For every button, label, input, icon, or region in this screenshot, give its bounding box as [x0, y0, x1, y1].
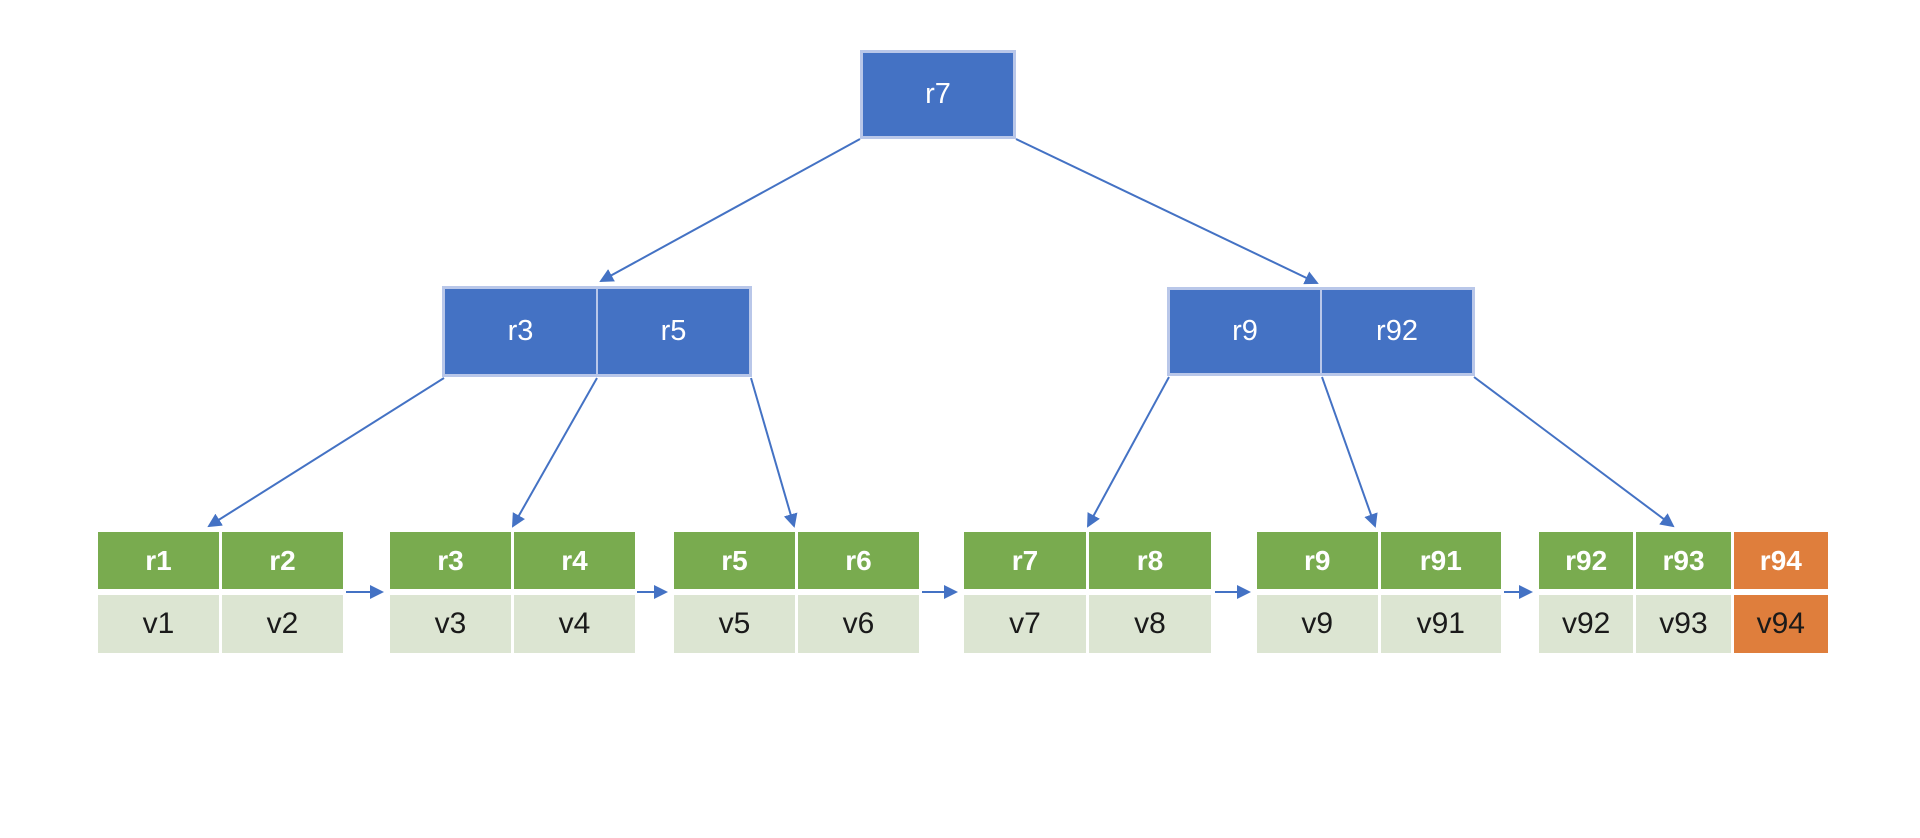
leaf-value-row: v3 v4 — [390, 595, 635, 653]
value-cell: v1 — [98, 595, 219, 653]
edge-internal-right-to-leaf6 — [1473, 376, 1675, 528]
value-cell: v8 — [1089, 595, 1211, 653]
key-cell-highlighted: r94 — [1733, 532, 1828, 589]
leaf-node-2: r3 r4 v3 v4 — [390, 532, 635, 653]
leaf-value-row: v92 v93 v94 — [1539, 595, 1828, 653]
leaf-value-row: v1 v2 — [98, 595, 343, 653]
leaf-key-row: r7 r8 — [964, 532, 1211, 589]
leaf-node-4: r7 r8 v7 v8 — [964, 532, 1211, 653]
value-cell-highlighted: v94 — [1733, 595, 1828, 653]
key-cell: r4 — [514, 532, 635, 589]
value-cell: v9 — [1257, 595, 1378, 653]
key-cell: r1 — [98, 532, 219, 589]
value-cell: v4 — [514, 595, 635, 653]
edge-internal-left-to-leaf3 — [750, 377, 798, 528]
leaf-value-row: v7 v8 — [964, 595, 1211, 653]
leaf-key-row: r5 r6 — [674, 532, 919, 589]
value-cell: v3 — [390, 595, 511, 653]
internal-key-cell: r9 — [1170, 290, 1320, 373]
leaf-value-row: v5 v6 — [674, 595, 919, 653]
internal-node-right: r9 r92 — [1167, 287, 1475, 376]
leaf-value-row: v9 v91 — [1257, 595, 1501, 653]
leaf-key-row: r9 r91 — [1257, 532, 1501, 589]
root-key-cell: r7 — [863, 53, 1013, 136]
edge-internal-right-to-leaf4 — [1087, 376, 1170, 528]
key-cell: r2 — [222, 532, 343, 589]
edge-internal-left-to-leaf1 — [207, 377, 445, 528]
key-cell: r93 — [1636, 532, 1731, 589]
key-cell: r3 — [390, 532, 511, 589]
value-cell: v6 — [798, 595, 919, 653]
leaf-node-1: r1 r2 v1 v2 — [98, 532, 343, 653]
key-cell: r8 — [1089, 532, 1211, 589]
key-cell: r6 — [798, 532, 919, 589]
value-cell: v92 — [1539, 595, 1634, 653]
key-cell: r5 — [674, 532, 795, 589]
leaf-key-row: r1 r2 — [98, 532, 343, 589]
edge-internal-left-to-leaf2 — [512, 377, 598, 528]
key-cell: r91 — [1380, 532, 1501, 589]
internal-node-left: r3 r5 — [442, 286, 752, 377]
leaf-key-row: r92 r93 r94 — [1539, 532, 1828, 589]
key-cell: r92 — [1539, 532, 1634, 589]
edge-root-to-internal-left — [599, 138, 861, 282]
value-cell: v5 — [674, 595, 795, 653]
internal-key-cell: r3 — [445, 289, 596, 374]
leaf-node-3: r5 r6 v5 v6 — [674, 532, 919, 653]
key-cell: r7 — [964, 532, 1086, 589]
value-cell: v93 — [1636, 595, 1731, 653]
leaf-key-row: r3 r4 — [390, 532, 635, 589]
internal-key-cell: r5 — [598, 289, 749, 374]
value-cell: v7 — [964, 595, 1086, 653]
leaf-node-5: r9 r91 v9 v91 — [1257, 532, 1501, 653]
root-node: r7 — [860, 50, 1016, 139]
value-cell: v91 — [1380, 595, 1501, 653]
internal-key-cell: r92 — [1322, 290, 1472, 373]
edge-root-to-internal-right — [1015, 138, 1319, 285]
key-cell: r9 — [1257, 532, 1378, 589]
edge-internal-right-to-leaf5 — [1321, 376, 1378, 528]
value-cell: v2 — [222, 595, 343, 653]
leaf-node-6: r92 r93 r94 v92 v93 v94 — [1539, 532, 1828, 653]
